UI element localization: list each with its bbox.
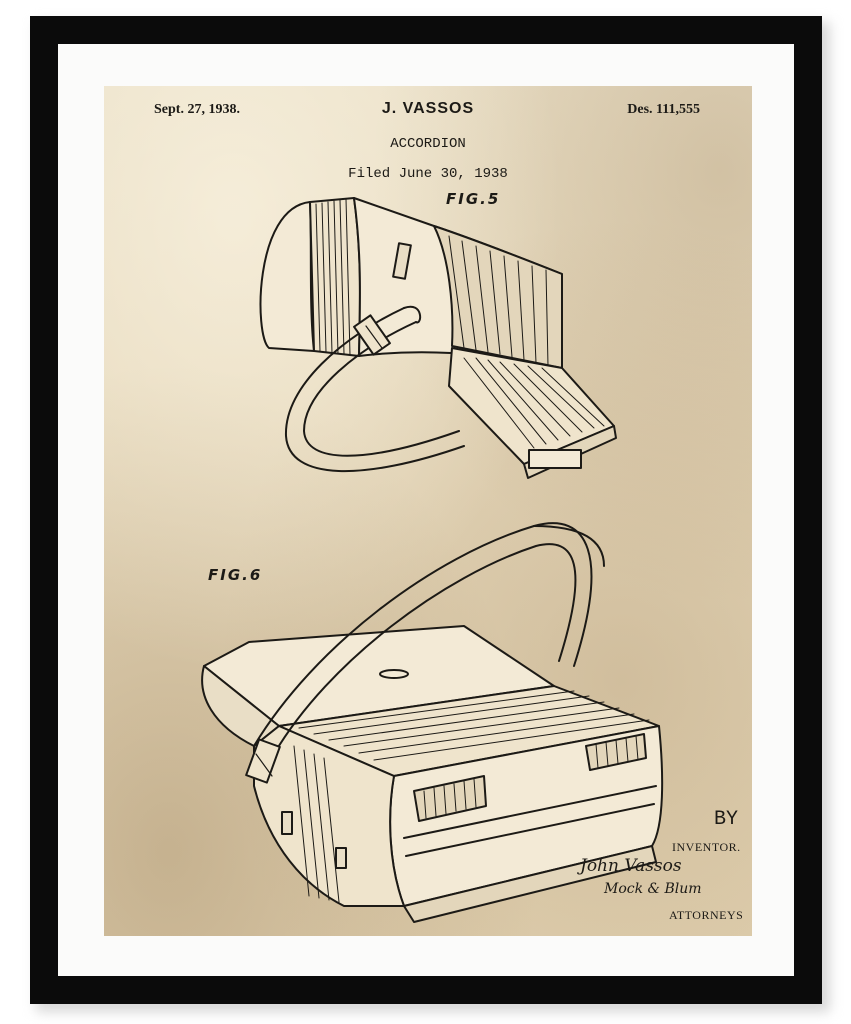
filed-date: Filed June 30, 1938 bbox=[348, 166, 508, 182]
figure-label-bottom: FIG.6 bbox=[208, 566, 263, 584]
inventor-signature: John Vassos bbox=[580, 856, 682, 876]
by-label: BY bbox=[714, 808, 739, 831]
accordion-bottom-view-drawing bbox=[201, 522, 664, 923]
accordion-drawings bbox=[201, 197, 664, 923]
patent-date: Sept. 27, 1938. bbox=[154, 102, 240, 117]
patent-print: Sept. 27, 1938. J. VASSOS Des. 111,555 A… bbox=[104, 86, 752, 936]
attorney-signature: Mock & Blum bbox=[604, 881, 702, 897]
patent-title: ACCORDION bbox=[390, 136, 466, 152]
attorneys-label: ATTORNEYS bbox=[669, 908, 744, 922]
figure-label-top: FIG.5 bbox=[446, 190, 501, 208]
inventor-label: INVENTOR. bbox=[672, 840, 741, 854]
design-number: Des. 111,555 bbox=[627, 102, 700, 117]
accordion-top-view-drawing bbox=[259, 197, 617, 479]
inventor-name: J. VASSOS bbox=[381, 100, 475, 117]
